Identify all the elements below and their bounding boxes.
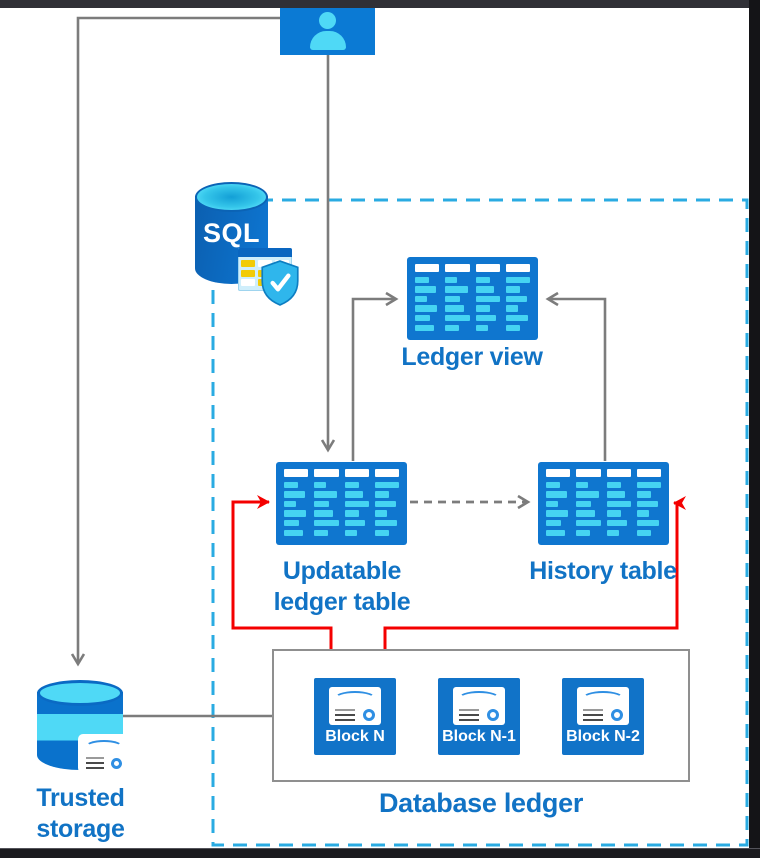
block-n-2: Block N-2 — [562, 678, 644, 755]
history-table-label: History table — [529, 557, 677, 585]
dot-icon — [487, 709, 499, 722]
edge-history-table-to-ledger-view — [545, 291, 607, 461]
trusted-storage-node — [37, 680, 128, 772]
block-n-2-label: Block N-2 — [566, 728, 640, 745]
block-n-1-label: Block N-1 — [442, 728, 516, 745]
sql-label: SQL — [202, 218, 260, 248]
edge-block-n-to-updatable-table-red — [231, 495, 333, 681]
updatable-label-line1: Updatable — [282, 557, 402, 585]
trusted-label-line1: Trusted — [36, 784, 125, 812]
edge-user-to-trusted-storage — [70, 16, 280, 667]
block-n-label: Block N — [325, 728, 385, 745]
block-n-1: Block N-1 — [438, 678, 520, 755]
storage-cylinder-top — [37, 680, 123, 706]
block-record-icon — [453, 687, 505, 725]
user-node — [280, 8, 375, 55]
edge-updatable-table-to-ledger-view — [351, 291, 399, 461]
shield-check-icon — [261, 260, 299, 306]
sql-cylinder-top — [195, 182, 268, 212]
history-table-icon — [538, 462, 669, 545]
trusted-label-line2: storage — [36, 815, 125, 843]
updatable-ledger-table-label: Updatable ledger table — [262, 556, 422, 618]
ledger-view-label: Ledger view — [401, 343, 543, 371]
arc-icon — [85, 740, 123, 754]
database-ledger-label: Database ledger — [378, 788, 584, 818]
ledger-view-table-icon — [407, 257, 538, 340]
block-record-icon — [577, 687, 629, 725]
dot-icon — [611, 709, 623, 722]
sql-database-node: SQL — [195, 182, 299, 306]
arc-icon — [582, 691, 624, 706]
window-frame-bottom — [0, 848, 760, 858]
person-icon — [280, 12, 375, 50]
dot-icon — [111, 758, 122, 770]
window-frame-top — [0, 0, 760, 8]
block-n: Block N — [314, 678, 396, 755]
window-frame-right — [749, 0, 760, 858]
ledger-record-icon — [80, 736, 128, 771]
arc-icon — [334, 691, 376, 706]
trusted-storage-label: Trusted storage — [18, 783, 143, 845]
block-record-icon — [329, 687, 381, 725]
updatable-ledger-table-icon — [276, 462, 407, 545]
dot-icon — [363, 709, 375, 722]
updatable-label-line2: ledger table — [273, 588, 411, 616]
edge-block-n-to-history-table-red — [383, 496, 686, 681]
ledger-boundary-dashed-box — [211, 198, 749, 847]
arc-icon — [458, 691, 500, 706]
